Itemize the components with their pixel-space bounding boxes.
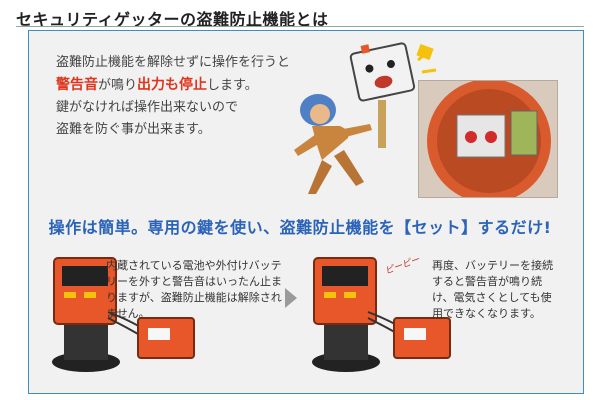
arrow-right-icon xyxy=(285,288,297,308)
battery-box-right xyxy=(393,317,451,359)
description-line-2-end: します。 xyxy=(207,78,258,93)
description-line-2-mid: が鳴り xyxy=(98,78,138,93)
output-stop-highlight: 出力も停止 xyxy=(137,77,208,93)
warning-sound-highlight: 警告音 xyxy=(56,77,98,93)
description-line-3: 鍵がなければ操作出来ないので xyxy=(56,100,239,115)
page-title: セキュリティゲッターの盗難防止機能とは xyxy=(16,10,329,29)
energizer-device xyxy=(52,257,149,372)
note-right: 再度、バッテリーを接続すると警告音が鳴り続け、電気さくとしても使用できなくなりま… xyxy=(432,259,553,320)
title-divider xyxy=(16,26,584,27)
thief-illustration xyxy=(294,94,372,194)
battery-box xyxy=(137,317,195,359)
description-line-4: 盗難を防ぐ事が出来ます。 xyxy=(56,122,211,137)
description-block: 盗難防止機能を解除せずに操作を行うと 警告音が鳴り出力も停止します。 鍵がなけれ… xyxy=(56,52,356,141)
device-photo xyxy=(418,80,558,198)
note-left: 内蔵されている電池や外付けバッテリーを外すと警告音はいったん止まりますが、盗難防… xyxy=(106,259,282,320)
description-line-2: 警告音が鳴り出力も停止します。 xyxy=(56,74,356,97)
headline: 操作は簡単。専用の鍵を使い、盗難防止機能を【セット】するだけ! xyxy=(48,218,552,237)
energizer-device-right xyxy=(312,257,409,372)
description-line-1: 盗難防止機能を解除せずに操作を行うと xyxy=(56,55,291,70)
